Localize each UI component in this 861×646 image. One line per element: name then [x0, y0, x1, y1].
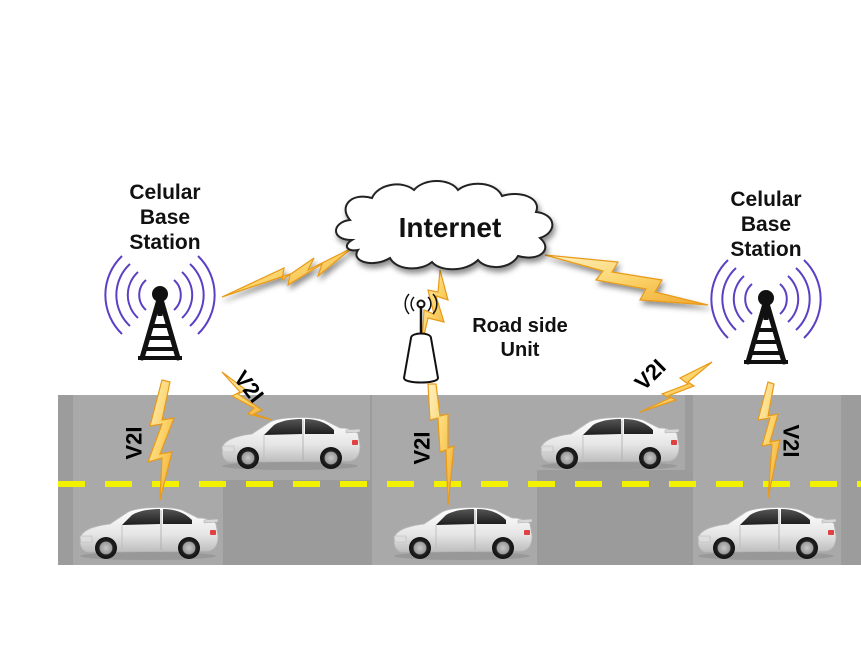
left-cell-tower-icon [105, 256, 214, 358]
road-block [223, 480, 370, 565]
road-block [537, 470, 693, 565]
label-line: Station [730, 238, 802, 261]
label-line: Station [129, 231, 201, 254]
left-base-station-label: Celular Base Station [100, 180, 230, 255]
lightning-link-internet-rsu [421, 269, 449, 345]
lightning-link-left-internet [221, 247, 353, 298]
roadside-unit-icon [402, 293, 440, 384]
v2i-link-rightbs-lane1-car [757, 381, 781, 499]
label-line: Road side [472, 315, 568, 337]
label-line: Celular [730, 188, 802, 211]
v2i-label: V2I [121, 426, 147, 460]
internet-label: Internet [398, 212, 502, 243]
label-line: Celular [129, 181, 201, 204]
label-line: Base [139, 206, 191, 229]
v2i-link-rsu-lane1-car [427, 383, 455, 506]
v2i-label: V2I [778, 424, 804, 458]
label-line: Base [740, 213, 792, 236]
right-cell-tower-icon [711, 260, 820, 362]
v2i-label: V2I [409, 431, 435, 465]
lightning-link-internet-right [544, 254, 709, 306]
v2i-link-leftbs-lane2-car [221, 371, 273, 421]
v2i-link-rightbs-lane2-car [639, 361, 713, 413]
v2i-link-leftbs-lane1-car [147, 379, 175, 501]
internet-cloud-icon [335, 180, 554, 271]
road-block [841, 395, 861, 565]
right-base-station-label: Celular Base Station [701, 187, 831, 262]
rsu-label: Road side Unit [450, 314, 590, 362]
label-line: Unit [500, 339, 540, 361]
